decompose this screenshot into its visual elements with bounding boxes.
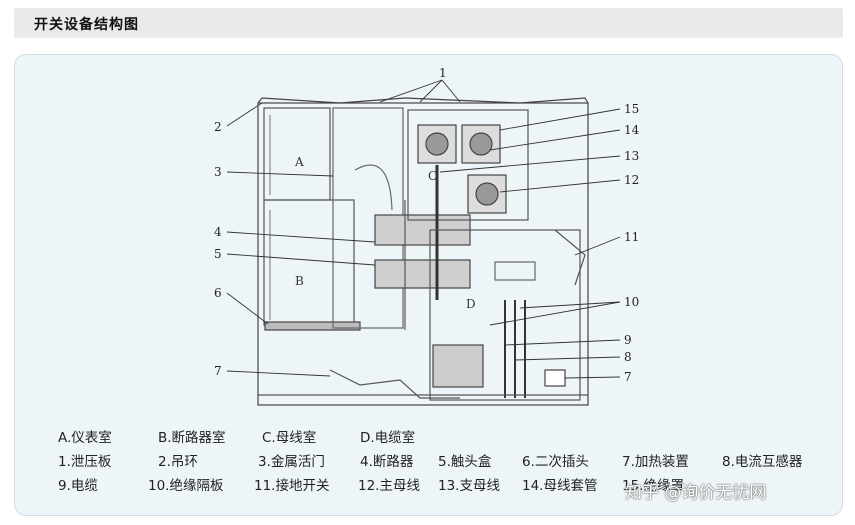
bushing-3 [467,174,507,214]
compartment-a [263,107,331,201]
ct-box [544,369,566,387]
callout-top-1: 1 [439,66,447,80]
cabinet-outline [257,102,589,406]
callout-left-6: 6 [214,286,222,300]
title-bar: 开关设备结构图 [14,8,843,38]
compartment-c [407,109,529,221]
compartment-label-d: D [466,297,476,311]
callout-right-15: 15 [624,102,639,116]
callout-left-2: 2 [214,120,222,134]
watermark: 知乎 @询价无忧网 [625,483,767,503]
callout-right-10: 10 [624,295,639,309]
callout-right-13: 13 [624,149,639,163]
callout-right-14: 14 [624,123,640,137]
callout-right-8: 8 [624,350,632,364]
callout-right-9: 9 [624,333,632,347]
compartment-label-c: C [428,169,437,183]
callout-left-5: 5 [214,247,222,261]
compartment-d [429,229,581,401]
callout-right-11: 11 [624,230,639,244]
callout-right-12: 12 [624,173,639,187]
compartment-label-b: B [295,274,304,288]
callout-right-7: 7 [624,370,632,384]
callout-left-3: 3 [214,165,222,179]
compartment-label-a: A [294,155,304,169]
page-title: 开关设备结构图 [34,17,139,33]
heater [432,344,484,388]
breaker-lower [374,259,471,289]
callout-left-4: 4 [214,225,222,239]
callout-left-7: 7 [214,364,222,378]
